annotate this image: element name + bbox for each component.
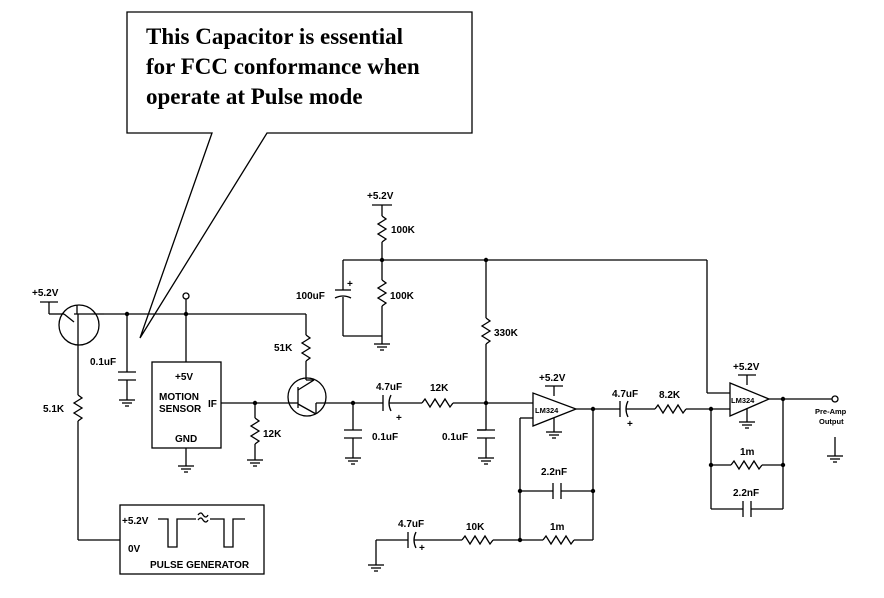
resistor-5-1k — [72, 394, 84, 422]
label-4-7uf-bottom: 4.7uF — [398, 519, 424, 530]
supply-label-top: +5.2V — [367, 191, 394, 202]
svg-text:+5V: +5V — [175, 372, 193, 383]
label-100k-top: 100K — [391, 225, 416, 236]
svg-text:+: + — [419, 543, 425, 554]
pulse-low-label: 0V — [128, 544, 141, 555]
svg-text:LM324: LM324 — [535, 406, 559, 415]
supply-label-left: +5.2V — [32, 288, 59, 299]
resistor-8-2k — [654, 403, 687, 415]
resistor-1m-fb1 — [542, 534, 575, 546]
svg-text:GND: GND — [175, 434, 197, 445]
bottom-input: 4.7uF + 10K — [368, 519, 494, 572]
label-1m-fb2: 1m — [740, 447, 755, 458]
coupling-stage-2: 4.7uF + 8.2K — [612, 389, 730, 430]
output-label-2: Output — [819, 417, 844, 426]
cap-0-1uf-mid: 0.1uF — [344, 403, 398, 465]
callout-line-2: for FCC conformance when — [146, 54, 420, 79]
opamp-2: +5.2V LM324 Pre-Amp Output — [729, 362, 847, 463]
pulse-high-label: +5.2V — [122, 516, 149, 527]
label-100uf: 100uF — [296, 291, 325, 302]
pulse-waveform — [158, 518, 196, 548]
label-0-1uf-mid: 0.1uF — [372, 432, 398, 443]
pulse-generator: +5.2V 0V PULSE GENERATOR — [119, 504, 265, 575]
pulse-title: PULSE GENERATOR — [150, 560, 250, 571]
supply-label-amp1: +5.2V — [539, 373, 566, 384]
label-0-1uf-right: 0.1uF — [442, 432, 468, 443]
label-10k: 10K — [466, 522, 485, 533]
coupling-stage-1: 4.7uF + 12K — [376, 382, 533, 424]
resistor-10k — [461, 534, 494, 546]
label-8-2k: 8.2K — [659, 390, 681, 401]
bias-330k: 330K — [480, 260, 730, 430]
svg-text:+: + — [347, 279, 353, 290]
callout: This Capacitor is essential for FCC conf… — [126, 11, 473, 339]
opamp-1: +5.2V LM324 — [519, 373, 620, 540]
resistor-100k-top — [376, 215, 388, 243]
feedback-1: 2.2nF 1m — [493, 467, 596, 546]
label-2-2nf-fb1: 2.2nF — [541, 467, 567, 478]
resistor-51k — [300, 334, 312, 362]
cap-0-1uf-left: 0.1uF — [90, 314, 136, 407]
label-100k-mid: 100K — [390, 291, 415, 302]
supply-label-amp2: +5.2V — [733, 362, 760, 373]
label-12k-series: 12K — [430, 383, 449, 394]
callout-line-1: This Capacitor is essential — [146, 24, 403, 49]
left-switch-transistor: +5.2V 5.1K — [32, 288, 306, 541]
cap-0-1uf-right: 0.1uF — [442, 429, 495, 465]
label-51k: 51K — [274, 343, 293, 354]
svg-text:LM324: LM324 — [731, 396, 755, 405]
label-330k: 330K — [494, 328, 519, 339]
jfet-stage: 51K — [274, 314, 383, 417]
label-4-7uf-2: 4.7uF — [612, 389, 638, 400]
svg-text:MOTION: MOTION — [159, 392, 199, 403]
motion-sensor: +5V MOTION SENSOR IF GND 12K — [151, 292, 290, 473]
label-12k-if: 12K — [263, 429, 282, 440]
svg-text:+: + — [396, 413, 402, 424]
resistor-12k-series — [421, 397, 454, 409]
svg-text:IF: IF — [208, 399, 217, 410]
label-0-1uf-left: 0.1uF — [90, 357, 116, 368]
output-label-1: Pre-Amp — [815, 407, 847, 416]
label-2-2nf-fb2: 2.2nF — [733, 488, 759, 499]
resistor-12k-if — [249, 417, 261, 445]
resistor-100k-mid — [376, 279, 388, 307]
resistor-1m-fb2 — [730, 459, 763, 471]
svg-text:SENSOR: SENSOR — [159, 404, 202, 415]
resistor-330k — [480, 317, 492, 345]
label-1m-fb1: 1m — [550, 522, 565, 533]
label-5-1k: 5.1K — [43, 404, 65, 415]
top-bias-divider: +5.2V 100K 100K 100uF + — [296, 191, 707, 351]
feedback-2: 1m 2.2nF — [708, 399, 786, 517]
svg-text:+: + — [627, 419, 633, 430]
label-4-7uf-1: 4.7uF — [376, 382, 402, 393]
callout-line-3: operate at Pulse mode — [146, 84, 363, 109]
